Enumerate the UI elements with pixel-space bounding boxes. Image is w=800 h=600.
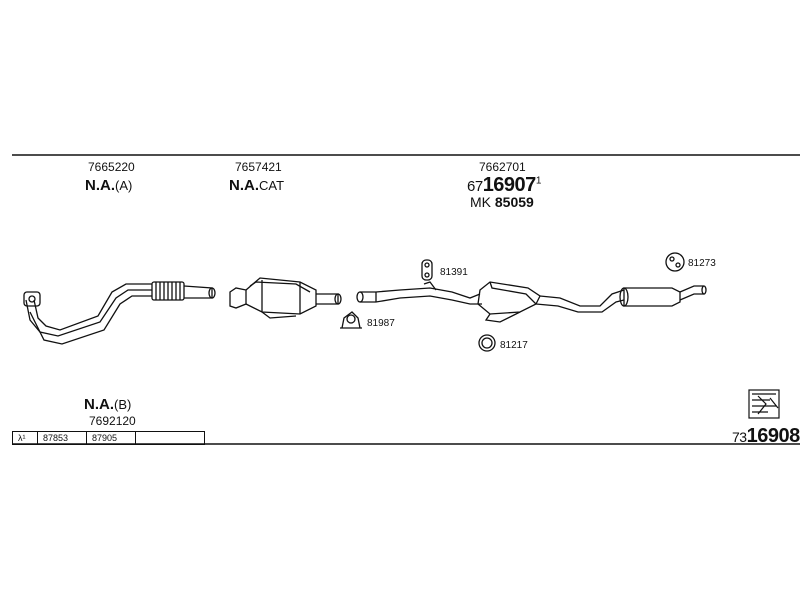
clamp-part[interactable]: [340, 311, 362, 329]
variant-b-na-label: N.A.(B): [84, 396, 131, 413]
downpipe-part-no: 7665220: [88, 160, 135, 174]
assembly-mk: MK 85059: [470, 194, 534, 210]
variant-b-part-no: 7692120: [89, 414, 136, 428]
assembly-main-sup: 1: [535, 175, 542, 187]
diagram-number-main: 16908: [746, 425, 800, 447]
lambda-cell: λ¹: [12, 431, 38, 445]
code-table: λ¹ 87853 87905: [12, 431, 205, 445]
front-hanger-part[interactable]: [421, 259, 433, 281]
rear-assembly-part[interactable]: [356, 281, 707, 323]
ring-part[interactable]: [478, 334, 496, 352]
diagram-number-prefix: 73: [732, 429, 747, 445]
rear-hanger-part[interactable]: [665, 252, 685, 272]
variant-b-na: N.A.: [84, 396, 114, 413]
catalyst-na: N.A.: [229, 177, 259, 194]
code-cell-empty: [135, 431, 205, 445]
mk-number: 85059: [494, 194, 534, 210]
downpipe-part[interactable]: [23, 281, 216, 345]
code-table-row: λ¹ 87853 87905: [12, 431, 205, 445]
downpipe-na: N.A.: [85, 177, 115, 194]
assembly-part-no: 7662701: [479, 160, 526, 174]
downpipe-na-suffix: (A): [115, 178, 133, 193]
catalog-icon: [748, 389, 780, 419]
catalyst-na-suffix: CAT: [259, 178, 285, 193]
assembly-main-number: 67169071: [467, 174, 541, 197]
code-cell-1: 87853: [37, 431, 87, 445]
front-hanger-label: 81391: [440, 267, 468, 278]
catalyst-part[interactable]: [229, 277, 342, 319]
code-cell-2: 87905: [86, 431, 136, 445]
rear-hanger-label: 81273: [688, 258, 716, 269]
assembly-main-prefix: 67: [467, 178, 483, 195]
mk-prefix: MK: [470, 194, 491, 210]
diagram-number: 7316908: [732, 425, 800, 448]
assembly-main-num: 16907: [482, 174, 537, 196]
ring-label: 81217: [500, 340, 528, 351]
downpipe-na-label: N.A.(A): [85, 177, 132, 194]
clamp-label: 81987: [367, 318, 395, 329]
catalyst-part-no: 7657421: [235, 160, 282, 174]
catalyst-na-label: N.A.CAT: [229, 177, 284, 194]
variant-b-na-suffix: (B): [114, 397, 132, 412]
